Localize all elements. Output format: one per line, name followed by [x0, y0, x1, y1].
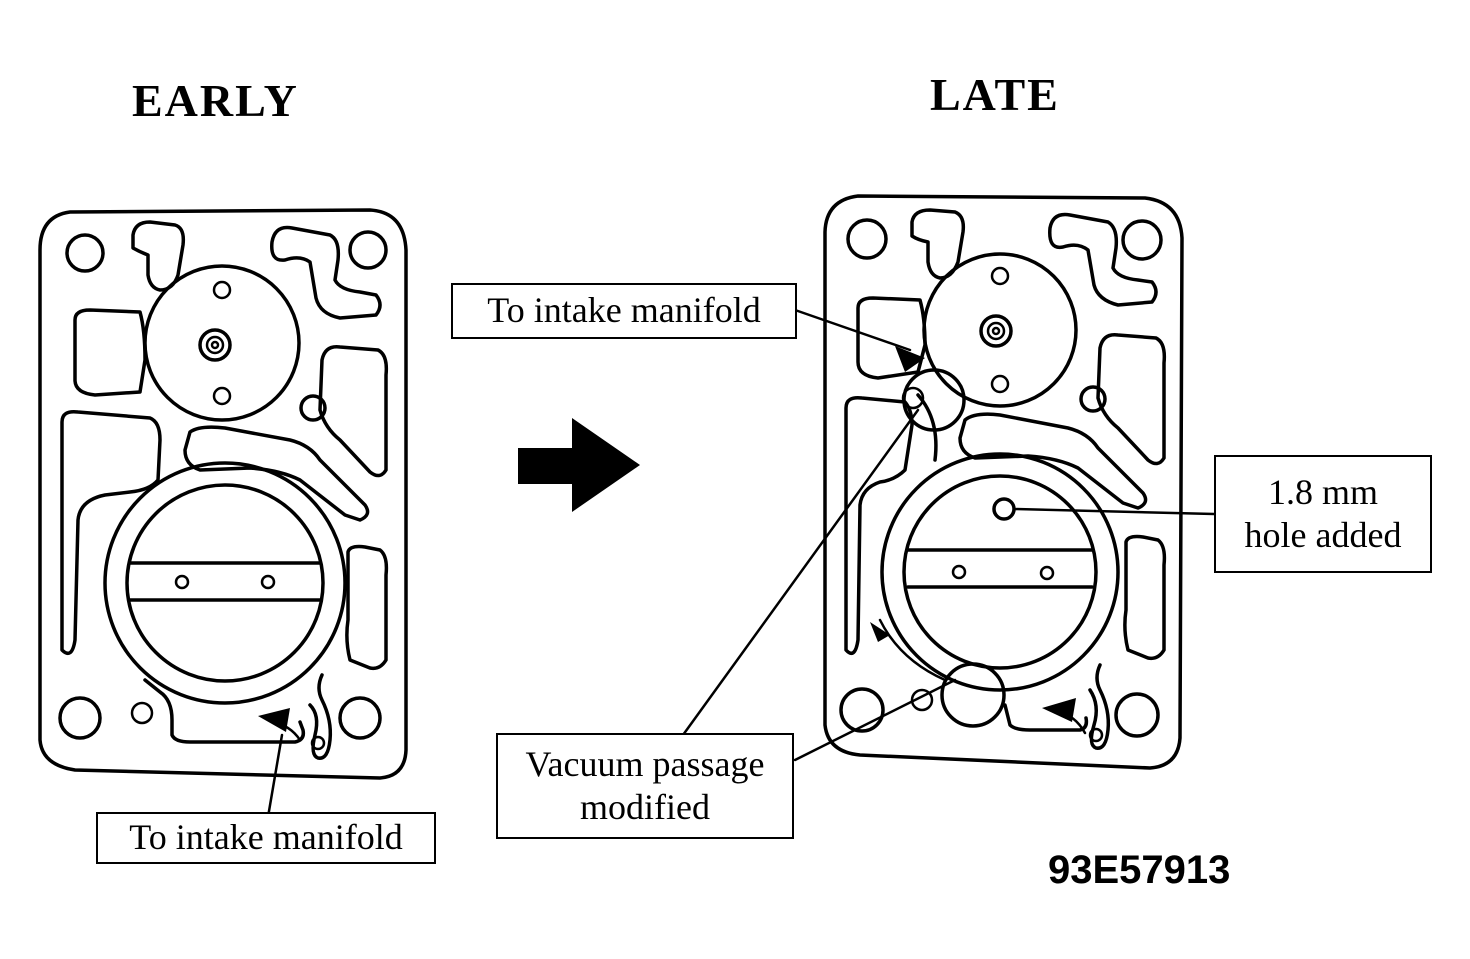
vacuum-leader-upper — [681, 408, 920, 737]
early-gasket — [38, 208, 408, 780]
late-intake-leader — [793, 308, 912, 352]
modified-area-lower — [940, 662, 1006, 728]
vacuum-passage-callout: Vacuum passage modified — [496, 733, 794, 839]
hole-added-label: hole added — [1244, 515, 1402, 555]
modified-label: modified — [580, 787, 710, 827]
vacuum-leader-lower — [793, 678, 957, 762]
late-gasket — [823, 194, 1184, 770]
figure-id: 93E57913 — [1048, 848, 1231, 892]
late-intake-label: To intake manifold — [487, 290, 761, 331]
vacuum-passage-label: Vacuum passage — [525, 743, 765, 784]
early-intake-callout: To intake manifold — [96, 812, 436, 864]
hole-added-callout: 1.8 mm hole added — [1214, 455, 1432, 573]
early-intake-leader — [266, 733, 284, 819]
hole-size-label: 1.8 mm — [1267, 471, 1378, 512]
late-heading: LATE — [930, 69, 1060, 120]
transition-arrow-icon — [518, 418, 640, 512]
hole-leader — [1012, 507, 1216, 516]
early-heading: EARLY — [132, 75, 299, 126]
added-hole — [992, 497, 1016, 521]
late-intake-callout: To intake manifold — [451, 283, 797, 339]
early-intake-label: To intake manifold — [129, 817, 403, 858]
